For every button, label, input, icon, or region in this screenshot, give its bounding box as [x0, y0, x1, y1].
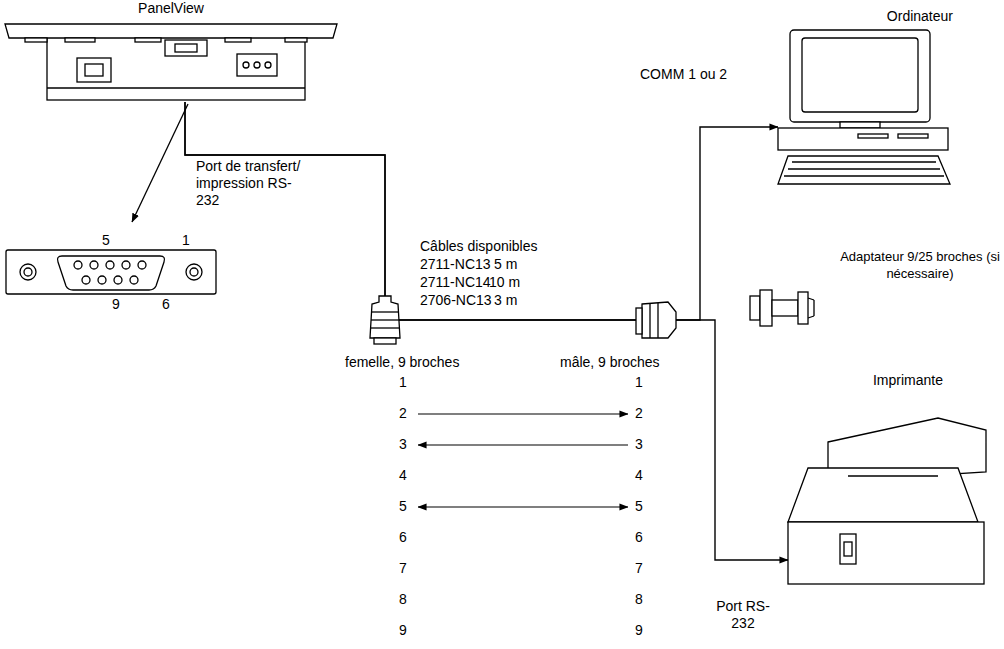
pin-number: 9	[110, 296, 122, 313]
annotation: Port RS-232	[712, 598, 774, 632]
panelview-terminal: PanelView	[5, 0, 337, 102]
cable-spec: 5 m	[494, 256, 517, 273]
cable-spec: 2706-NC13	[420, 292, 492, 309]
pin-number: 3	[396, 436, 410, 453]
pin-number: 4	[396, 467, 410, 484]
computer: Ordinateur	[778, 8, 953, 186]
pin-number: 5	[632, 498, 646, 515]
db9-detail	[6, 250, 216, 294]
cable-spec: 3 m	[494, 292, 517, 309]
cable-connector	[185, 102, 788, 560]
female-plug	[370, 296, 400, 344]
cable-spec: 2711-NC14	[420, 274, 491, 291]
pin-number: 4	[632, 467, 646, 484]
pin-number: 8	[632, 591, 646, 608]
pin-number: 1	[396, 374, 410, 391]
device-name: Ordinateur	[778, 8, 953, 25]
leader-arrow	[132, 104, 188, 222]
annotation: COMM 1 ou 2	[640, 66, 727, 83]
pin-number: 8	[396, 591, 410, 608]
pin-number: 9	[632, 622, 646, 639]
pin-number: 6	[160, 296, 172, 313]
pin-number: 9	[396, 622, 410, 639]
adapter-9-25	[750, 290, 814, 326]
male-plug	[636, 302, 676, 338]
pin-arrows	[418, 414, 628, 507]
pin-number: 7	[632, 560, 646, 577]
pin-number: 2	[632, 405, 646, 422]
device-illustration	[778, 8, 953, 186]
pin-number: 1	[180, 232, 192, 249]
device-name: Imprimante	[828, 372, 988, 389]
pin-number: 6	[396, 529, 410, 546]
pin-number: 2	[396, 405, 410, 422]
pin-number: 6	[632, 529, 646, 546]
annotation: Adaptateur 9/25 broches (si nécessaire)	[838, 248, 1002, 282]
printer: Imprimante	[788, 372, 988, 587]
cable-spec: 10 m	[489, 274, 520, 291]
annotation: femelle, 9 broches	[345, 354, 459, 371]
device-illustration	[788, 372, 988, 587]
device-name: PanelView	[5, 0, 337, 17]
annotation: mâle, 9 broches	[560, 354, 660, 371]
pin-number: 5	[100, 232, 112, 249]
cable-spec: 2711-NC13	[420, 256, 491, 273]
annotation: Port de transfert/ impression RS-232	[196, 158, 314, 209]
pin-number: 1	[632, 374, 646, 391]
pin-number: 7	[396, 560, 410, 577]
pin-number: 5	[396, 498, 410, 515]
annotation: Câbles disponibles	[420, 238, 538, 255]
cable-connector	[185, 102, 778, 320]
pin-number: 3	[632, 436, 646, 453]
